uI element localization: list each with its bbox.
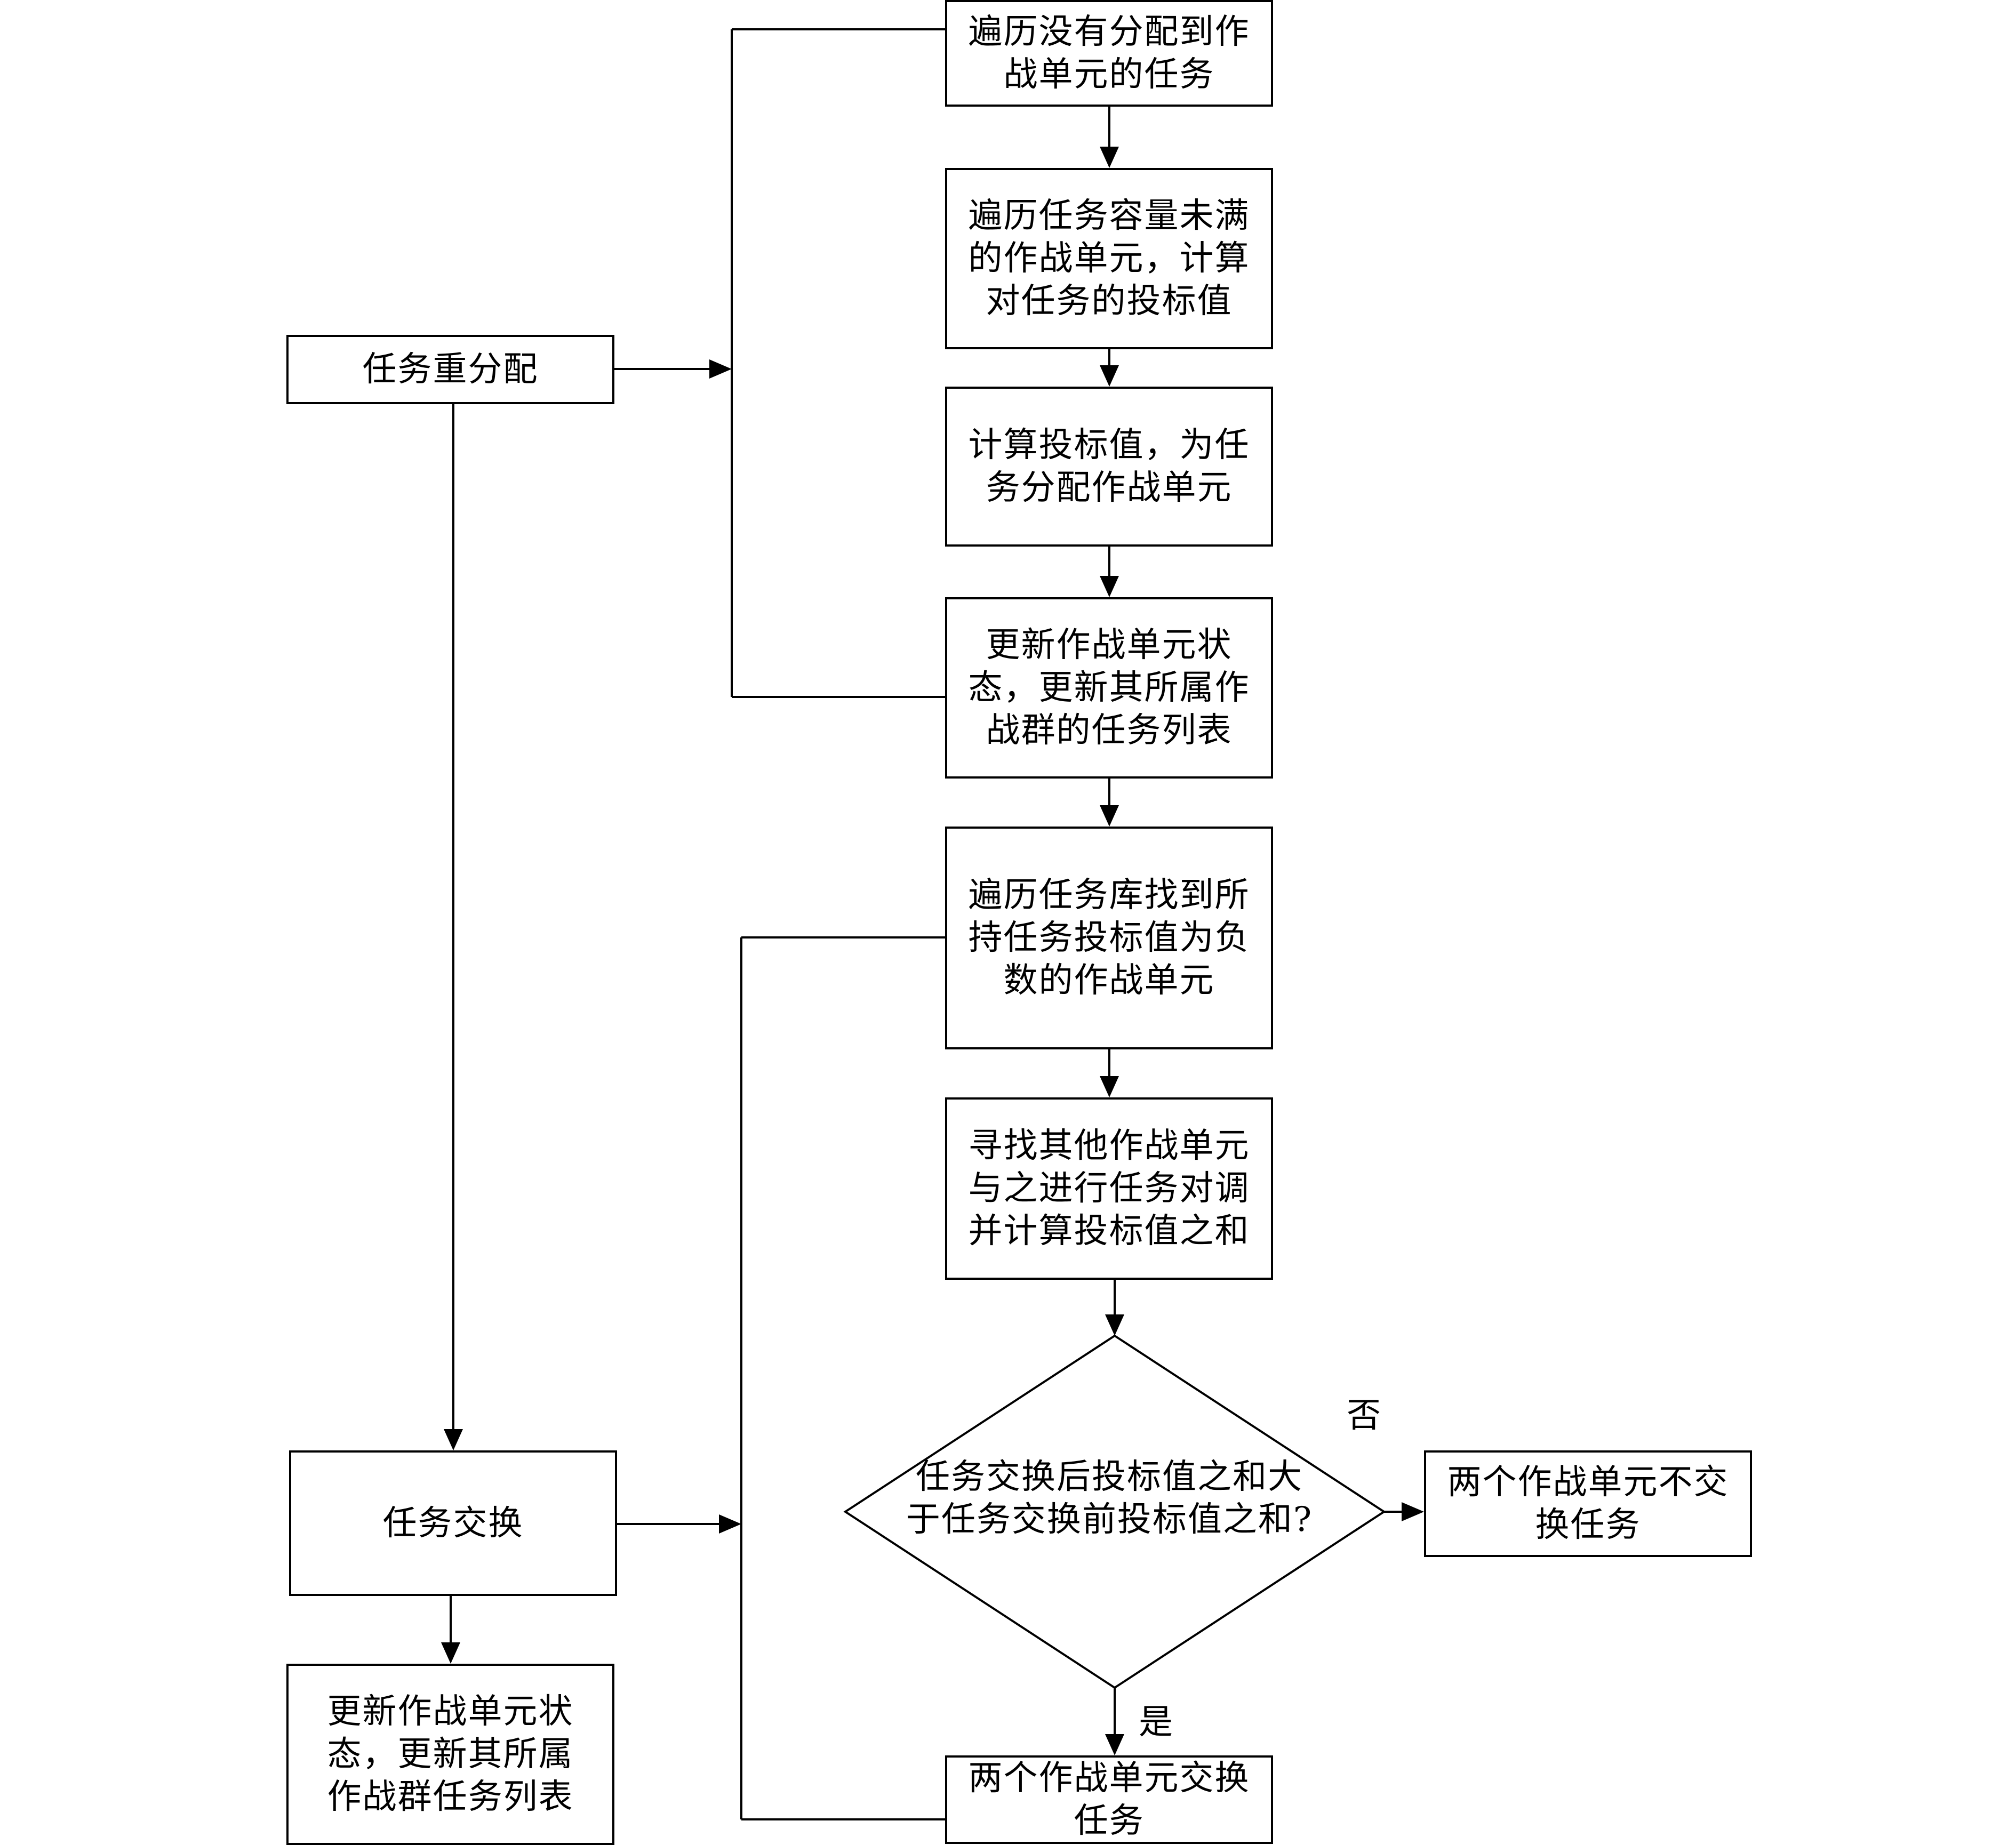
update-unit-state-text-1: 更新作战单元状 态，更新其所属作 战群的任务列表 — [969, 624, 1250, 752]
traverse-library-text: 遍历任务库找到所 持任务投标值为负 数的作战单元 — [969, 874, 1250, 1002]
no-swap-box: 两个作战单元不交 换任务 — [1424, 1450, 1752, 1557]
compute-bid-box: 计算投标值，为任 务分配作战单元 — [945, 387, 1273, 547]
swap-text: 两个作战单元交换 任务 — [969, 1757, 1250, 1842]
update-unit-state-box-2: 更新作战单元状 态，更新其所属 作战群任务列表 — [286, 1664, 614, 1845]
arrowhead — [444, 1429, 463, 1450]
text-line: 对任务的投标值 — [986, 282, 1233, 321]
text-line: 更新作战单元状 — [986, 625, 1233, 665]
arrowhead — [1100, 365, 1119, 387]
text-line: 任务 — [1074, 1801, 1145, 1841]
arrowhead — [441, 1642, 460, 1664]
text-line: 任务重分配 — [362, 350, 539, 389]
traverse-unassigned-text: 遍历没有分配到作 战单元的任务 — [969, 11, 1250, 96]
text-line: 换任务 — [1535, 1505, 1641, 1545]
find-other-units-text: 寻找其他作战单元 与之进行任务对调 并计算投标值之和 — [969, 1125, 1250, 1253]
text-line: 更新作战单元状 — [327, 1692, 574, 1731]
text-line: 遍历没有分配到作 — [968, 12, 1250, 52]
arrowhead — [1100, 576, 1119, 597]
text-line: 任务交换后投标值之和大 — [916, 1457, 1303, 1497]
text-line: 并计算投标值之和 — [968, 1212, 1250, 1251]
task-exchange-text: 任务交换 — [383, 1502, 524, 1545]
arrowhead — [1402, 1502, 1424, 1521]
swap-box: 两个作战单元交换 任务 — [945, 1755, 1273, 1844]
edge-label-yes: 是 — [1139, 1703, 1173, 1742]
edge-label-no: 否 — [1347, 1396, 1381, 1435]
text-line: 遍历任务容量未满 — [968, 196, 1250, 236]
decision-text: 任务交换后投标值之和大 于任务交换前投标值之和? — [843, 1450, 1376, 1546]
text-line: 战单元的任务 — [1003, 55, 1215, 94]
text-line: 的作战单元，计算 — [968, 239, 1250, 278]
arrowhead — [709, 359, 732, 379]
task-reassign-box: 任务重分配 — [286, 335, 614, 404]
traverse-library-box: 遍历任务库找到所 持任务投标值为负 数的作战单元 — [945, 827, 1273, 1049]
text-line: 态，更新其所属作 — [968, 668, 1250, 708]
text-line: 战群的任务列表 — [986, 711, 1233, 750]
text-line: 任务交换 — [382, 1503, 524, 1543]
task-reassign-text: 任务重分配 — [363, 348, 539, 391]
text-line: 态，更新其所属 — [327, 1735, 574, 1774]
text-line: 两个作战单元不交 — [1447, 1463, 1729, 1502]
traverse-capacity-text: 遍历任务容量未满 的作战单元，计算 对任务的投标值 — [969, 195, 1250, 323]
arrowhead — [1105, 1734, 1124, 1755]
text-line: 作战群任务列表 — [327, 1777, 574, 1817]
update-unit-state-text-2: 更新作战单元状 态，更新其所属 作战群任务列表 — [327, 1690, 574, 1818]
text-line: 于任务交换前投标值之和? — [906, 1500, 1313, 1539]
compute-bid-text: 计算投标值，为任 务分配作战单元 — [969, 424, 1250, 509]
text-line: 寻找其他作战单元 — [968, 1126, 1250, 1166]
arrowhead — [1100, 147, 1119, 168]
text-line: 持任务投标值为负 — [968, 918, 1250, 958]
arrowhead — [1100, 805, 1119, 827]
task-exchange-box: 任务交换 — [289, 1450, 617, 1596]
arrowhead — [719, 1514, 741, 1534]
text-line: 遍历任务库找到所 — [968, 876, 1250, 915]
text-line: 务分配作战单元 — [986, 468, 1233, 508]
find-other-units-box: 寻找其他作战单元 与之进行任务对调 并计算投标值之和 — [945, 1097, 1273, 1280]
traverse-unassigned-box: 遍历没有分配到作 战单元的任务 — [945, 0, 1273, 107]
text-line: 数的作战单元 — [1003, 961, 1215, 1000]
arrowhead — [1100, 1076, 1119, 1097]
arrowhead — [1105, 1314, 1124, 1336]
text-line: 两个作战单元交换 — [968, 1759, 1250, 1798]
traverse-capacity-box: 遍历任务容量未满 的作战单元，计算 对任务的投标值 — [945, 168, 1273, 349]
text-line: 与之进行任务对调 — [968, 1169, 1250, 1208]
text-line: 计算投标值，为任 — [968, 426, 1250, 465]
no-swap-text: 两个作战单元不交 换任务 — [1447, 1461, 1729, 1546]
update-unit-state-box-1: 更新作战单元状 态，更新其所属作 战群的任务列表 — [945, 597, 1273, 779]
